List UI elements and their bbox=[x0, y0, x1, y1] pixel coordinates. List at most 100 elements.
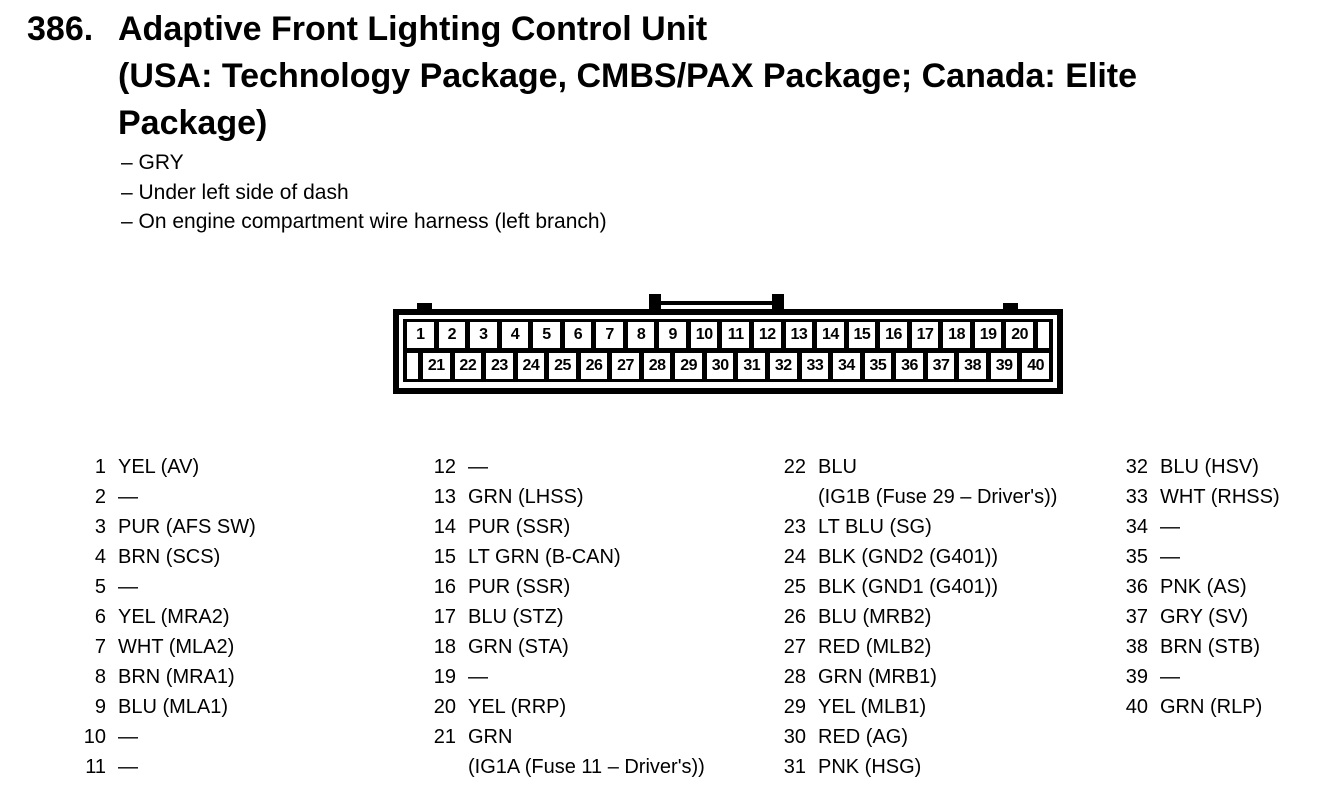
pin-label: PNK (AS) bbox=[1160, 576, 1247, 598]
pin-cell: 10 bbox=[690, 322, 718, 348]
pin-label: BLU (MLA1) bbox=[118, 696, 229, 718]
pin-label: BRN (SCS) bbox=[118, 546, 221, 568]
pin-cell: 35 bbox=[864, 353, 892, 379]
blank-cell bbox=[407, 353, 418, 379]
pin-number: 27 bbox=[783, 636, 806, 658]
pin-label: GRY (SV) bbox=[1160, 606, 1249, 628]
pin-cell: 6 bbox=[564, 322, 592, 348]
pin-row: 15 LT GRN (B-CAN) bbox=[426, 542, 705, 572]
pin-cell: 33 bbox=[801, 353, 829, 379]
pin-number: 10 bbox=[83, 726, 106, 748]
pin-number: 18 bbox=[433, 636, 456, 658]
pin-cell: 11 bbox=[722, 322, 750, 348]
pin-label: — bbox=[468, 666, 488, 688]
pin-row: 12— bbox=[426, 452, 705, 482]
pin-cell: 27 bbox=[612, 353, 639, 379]
pin-label: PUR (SSR) bbox=[468, 576, 571, 598]
section-number: 386. bbox=[27, 10, 94, 48]
pin-cell: 5 bbox=[533, 322, 560, 348]
pin-row: 8 BRN (MRA1) bbox=[76, 662, 256, 692]
pin-number: 19 bbox=[433, 666, 456, 688]
pin-label: GRN (LHSS) bbox=[468, 486, 584, 508]
pin-cell: 13 bbox=[785, 322, 813, 348]
pin-label: RED (AG) bbox=[818, 726, 908, 748]
pin-label: — bbox=[1160, 516, 1180, 538]
pin-cell: 19 bbox=[974, 322, 1002, 348]
pin-label: — bbox=[118, 486, 138, 508]
pin-label-continuation: (IG1B (Fuse 29 – Driver's)) bbox=[818, 486, 1058, 508]
pin-number: 2 bbox=[94, 486, 106, 508]
pin-label: RED (MLB2) bbox=[818, 636, 932, 658]
pin-cell: 31 bbox=[738, 353, 766, 379]
pin-cell: 16 bbox=[880, 322, 907, 348]
pin-number: 38 bbox=[1125, 636, 1148, 658]
pin-number: 8 bbox=[94, 666, 106, 688]
pin-number: 7 bbox=[94, 636, 106, 658]
pin-cell: 34 bbox=[833, 353, 860, 379]
pin-number: 11 bbox=[85, 756, 106, 778]
pin-cell: 25 bbox=[549, 353, 576, 379]
title-line: Package) bbox=[118, 104, 268, 142]
pin-cell: 36 bbox=[896, 353, 923, 379]
title-line: (USA: Technology Package, CMBS/PAX Packa… bbox=[118, 57, 1138, 95]
pin-cell: 37 bbox=[927, 353, 955, 379]
pin-cell: 23 bbox=[486, 353, 513, 379]
pin-number: 35 bbox=[1125, 546, 1148, 568]
pin-label: — bbox=[118, 756, 138, 778]
pin-number: 15 bbox=[433, 546, 456, 568]
pin-cell: 40 bbox=[1022, 353, 1049, 379]
pin-label: YEL (MLB1) bbox=[818, 696, 927, 718]
pin-number: 24 bbox=[783, 546, 806, 568]
pin-row: 39— bbox=[1118, 662, 1280, 692]
pin-cell: 12 bbox=[754, 322, 781, 348]
pin-label: GRN (RLP) bbox=[1160, 696, 1263, 718]
pin-number: 40 bbox=[1125, 696, 1148, 718]
pin-label: BLU bbox=[818, 456, 857, 478]
pin-cell: 24 bbox=[517, 353, 545, 379]
pin-cell: 29 bbox=[675, 353, 702, 379]
pin-cell: 3 bbox=[470, 322, 497, 348]
pin-label: GRN bbox=[468, 726, 513, 748]
pin-cell: 15 bbox=[848, 322, 876, 348]
pin-label: WHT (MLA2) bbox=[118, 636, 235, 658]
pin-row: 40 GRN (RLP) bbox=[1118, 692, 1280, 722]
pin-row: 24 BLK (GND2 (G401)) bbox=[776, 542, 1057, 572]
pin-label: LT GRN (B-CAN) bbox=[468, 546, 621, 568]
pin-number: 25 bbox=[783, 576, 806, 598]
pin-label: — bbox=[118, 576, 138, 598]
pin-label: — bbox=[468, 456, 488, 478]
pin-row: 27 RED (MLB2) bbox=[776, 632, 1057, 662]
pin-label: YEL (MRA2) bbox=[118, 606, 230, 628]
spec-bullet-harness: – On engine compartment wire harness (le… bbox=[121, 210, 607, 233]
title-line: Adaptive Front Lighting Control Unit bbox=[118, 10, 708, 48]
pin-label: PUR (AFS SW) bbox=[118, 516, 256, 538]
pin-label: BRN (MRA1) bbox=[118, 666, 235, 688]
pin-cell: 17 bbox=[911, 322, 939, 348]
pin-label-continuation: (IG1A (Fuse 11 – Driver's)) bbox=[468, 756, 705, 778]
pin-row: 35 — bbox=[1118, 542, 1280, 572]
pin-label: — bbox=[1160, 546, 1180, 568]
pin-label: PNK (HSG) bbox=[818, 756, 922, 778]
pin-number: 33 bbox=[1125, 486, 1148, 508]
pin-label: — bbox=[118, 726, 138, 748]
pin-label: BLK (GND2 (G401)) bbox=[818, 546, 999, 568]
pin-row: 5— bbox=[76, 572, 256, 602]
pin-cell: 38 bbox=[959, 353, 986, 379]
pin-row: 11 — bbox=[76, 752, 256, 782]
